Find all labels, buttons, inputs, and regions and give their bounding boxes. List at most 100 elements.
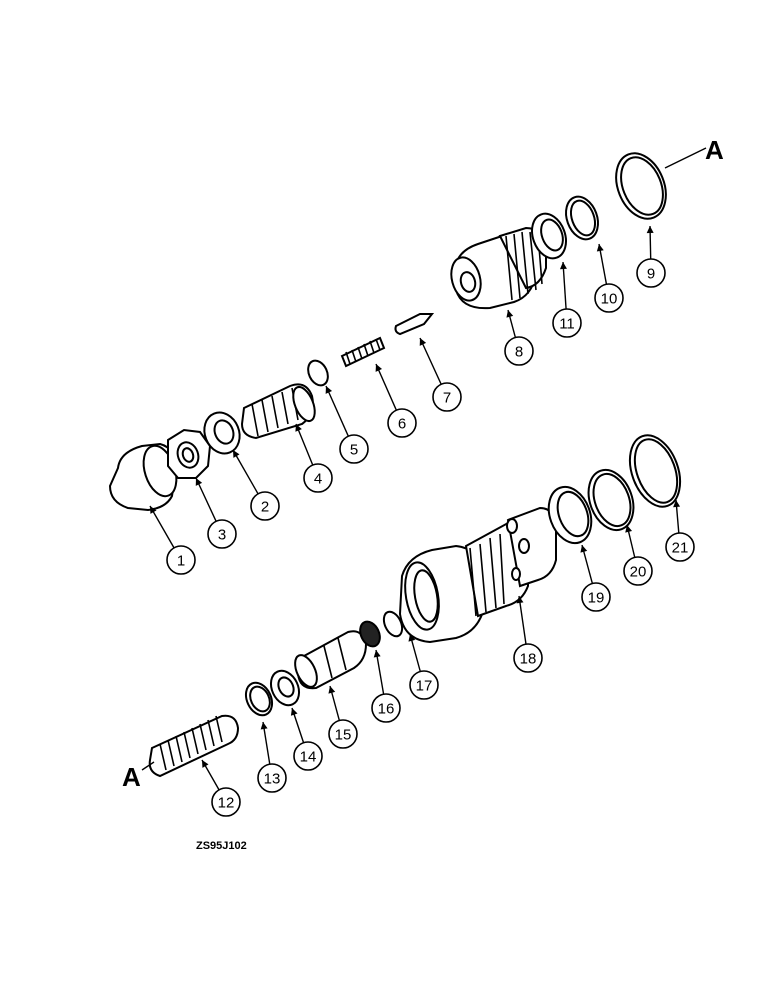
callout-17: 17 <box>408 633 439 700</box>
part-17-oring <box>382 610 404 638</box>
callout-circle-21 <box>665 532 695 562</box>
callout-circle-17 <box>409 670 439 700</box>
callout-10: 10 <box>594 243 624 313</box>
callout-circle-4 <box>303 463 333 493</box>
callout-leader-13 <box>262 721 271 765</box>
callout-7: 7 <box>419 337 462 412</box>
callout-leader-11 <box>562 261 567 310</box>
callout-14: 14 <box>290 707 323 771</box>
callout-leader-2 <box>232 449 259 495</box>
callout-number-13: 13 <box>264 771 281 788</box>
callout-number-11: 11 <box>559 316 575 333</box>
part-4-adjuster <box>240 383 316 440</box>
callout-circle-16 <box>371 693 401 723</box>
callout-arrow-3 <box>195 478 203 486</box>
callout-circle-8 <box>504 336 534 366</box>
callout-arrow-17 <box>408 634 416 642</box>
callout-number-20: 20 <box>630 564 647 581</box>
callout-number-1: 1 <box>177 553 185 570</box>
callout-number-19: 19 <box>588 590 605 607</box>
part-11-washer <box>531 212 567 260</box>
callout-1: 1 <box>149 505 196 575</box>
callout-leader-6 <box>375 363 397 411</box>
callout-13: 13 <box>257 721 287 793</box>
callout-16: 16 <box>371 649 401 723</box>
part-6-spring <box>340 336 386 368</box>
part-7-pin <box>394 313 435 336</box>
reference-a-leader-bottom <box>141 761 155 771</box>
callout-number-7: 7 <box>443 390 451 407</box>
part-10-oring <box>565 195 599 241</box>
callout-arrow-16 <box>373 650 381 658</box>
callout-circle-10 <box>594 283 624 313</box>
callout-number-5: 5 <box>350 442 358 459</box>
callout-circle-11 <box>552 308 582 338</box>
callout-circle-18 <box>513 643 543 673</box>
callout-circle-13 <box>257 763 287 793</box>
callout-12: 12 <box>201 759 241 817</box>
part-16-screen <box>359 620 381 648</box>
callout-leader-18 <box>518 595 527 645</box>
callout-circle-6 <box>387 408 417 438</box>
callout-leader-5 <box>325 385 349 437</box>
callout-arrow-21 <box>673 500 681 508</box>
callout-20: 20 <box>623 524 653 586</box>
callout-number-6: 6 <box>398 416 406 433</box>
part-13-oring <box>244 681 274 717</box>
callout-6: 6 <box>375 363 417 438</box>
callout-circle-5 <box>339 434 369 464</box>
reference-a-leader-top <box>664 147 707 169</box>
callout-leader-7 <box>419 337 442 385</box>
callout-arrow-15 <box>328 686 336 694</box>
callout-leader-4 <box>295 423 314 466</box>
callout-number-14: 14 <box>300 749 317 766</box>
callout-arrow-8 <box>506 310 514 318</box>
callout-arrow-7 <box>419 338 427 346</box>
callout-number-10: 10 <box>601 291 618 308</box>
reference-letter-top: A <box>705 135 724 165</box>
part-20-oring <box>587 468 635 532</box>
callout-circle-7 <box>432 382 462 412</box>
callout-11: 11 <box>552 261 582 338</box>
callout-arrow-14 <box>290 708 298 716</box>
drawing-code: ZS95J102 <box>196 840 247 852</box>
callout-number-15: 15 <box>335 727 352 744</box>
callout-arrow-6 <box>375 364 383 372</box>
part-1-cap <box>108 442 178 512</box>
callout-number-18: 18 <box>520 651 537 668</box>
part-9-oring <box>615 152 667 220</box>
callout-arrow-1 <box>150 506 157 514</box>
callout-circle-15 <box>328 719 358 749</box>
callout-circle-9 <box>636 258 666 288</box>
callout-3: 3 <box>195 477 237 549</box>
callout-8: 8 <box>504 309 534 366</box>
callout-number-2: 2 <box>261 499 269 516</box>
callout-arrow-2 <box>233 450 240 458</box>
callout-number-12: 12 <box>218 795 235 812</box>
callout-circle-3 <box>207 519 237 549</box>
callout-circle-1 <box>166 545 196 575</box>
part-12-spring <box>148 714 240 778</box>
callout-2: 2 <box>232 449 280 521</box>
callout-18: 18 <box>513 595 543 673</box>
callout-arrow-13 <box>260 722 268 730</box>
callout-arrow-18 <box>516 596 524 604</box>
part-5-oring <box>307 359 329 387</box>
part-15-piston <box>294 630 368 690</box>
callout-21: 21 <box>665 499 695 562</box>
callout-number-4: 4 <box>314 471 322 488</box>
part-3-nut <box>167 428 212 479</box>
callout-4: 4 <box>295 423 333 493</box>
callout-number-9: 9 <box>647 266 655 283</box>
part-18-cartridge <box>398 506 557 644</box>
part-8-housing <box>450 226 547 310</box>
callout-leader-3 <box>195 477 217 522</box>
callout-leader-16 <box>375 649 385 695</box>
callout-number-3: 3 <box>218 527 226 544</box>
callout-15: 15 <box>328 685 358 749</box>
part-19-washer <box>547 485 593 545</box>
callout-leader-1 <box>149 505 175 549</box>
